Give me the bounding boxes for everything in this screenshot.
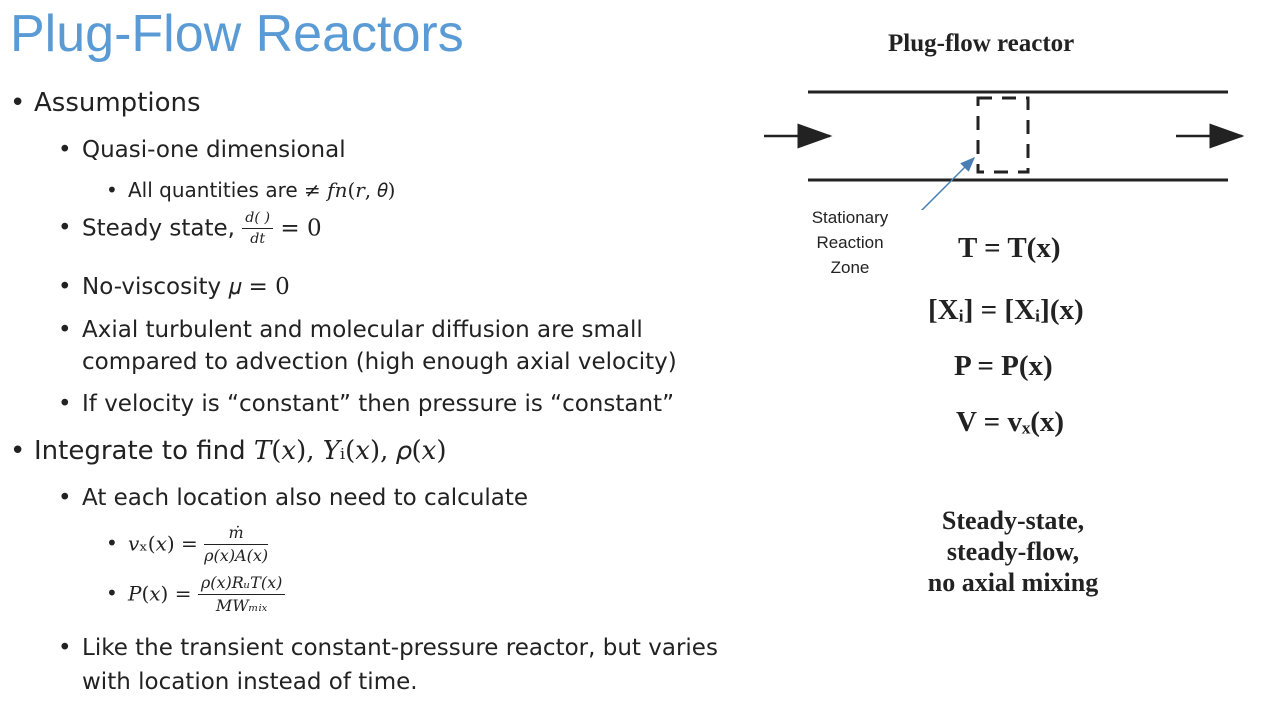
like-line2: with location instead of time. <box>82 669 418 695</box>
eq-species: [Xᵢ] = [Xᵢ](x) <box>928 294 1084 326</box>
reactor-diagram <box>764 90 1245 210</box>
eq-pressure: P = P(x) <box>954 350 1053 382</box>
vx-denominator: 𝜌(𝑥)𝐴(𝑥) <box>204 546 269 566</box>
callout-line-2: Reaction <box>816 233 884 252</box>
each-location-text: At each location also need to calculate <box>82 485 529 511</box>
steady-denominator: 𝑑𝑡 <box>250 231 266 248</box>
bullet-quasi: •Quasi-one dimensional <box>58 137 346 163</box>
vx-numerator: ṁ <box>204 523 269 546</box>
callout-line-3: Zone <box>830 258 870 277</box>
callout-line-1: Stationary <box>811 208 889 227</box>
all-quantities-math: ≠ 𝑓𝑛(𝑟, 𝜃) <box>304 178 396 202</box>
all-quantities-text: All quantities are <box>128 178 305 202</box>
figure-title: Plug-flow reactor <box>888 30 1075 57</box>
p-fraction: 𝜌(𝑥)𝑅ᵤ𝑇(𝑥)𝑀𝑊ₘᵢₓ <box>197 573 286 616</box>
vx-lhs: 𝑣ₓ(𝑥) = <box>128 531 205 556</box>
p-denominator: 𝑀𝑊ₘᵢₓ <box>215 596 268 616</box>
bullet-no-viscosity: •No-viscosity 𝜇 = 0 <box>58 274 290 300</box>
bullet-like-transient: •Like the transient constant-pressure re… <box>58 631 718 699</box>
eq-temperature: T = T(x) <box>958 232 1061 264</box>
eq-velocity: V = vₓ(x) <box>956 406 1065 438</box>
summary-line-1: Steady-state, <box>941 506 1085 535</box>
steady-equals: = 0 <box>273 215 322 242</box>
no-viscosity-math: 𝜇 = 0 <box>228 274 290 300</box>
axial-line2: compared to advection (high enough axial… <box>82 349 677 375</box>
slide-title: Plug-Flow Reactors <box>10 5 464 63</box>
integrate-math: 𝑇(𝑥), 𝑌ᵢ(𝑥), 𝜌(𝑥) <box>253 436 447 466</box>
p-lhs: 𝑃(𝑥) = <box>128 581 198 606</box>
integrate-text: Integrate to find <box>34 436 254 466</box>
steady-numerator: 𝑑( ) <box>242 210 274 230</box>
summary-line-2: steady-flow, <box>946 537 1080 566</box>
stationary-zone-label: Stationary Reaction Zone <box>790 205 910 280</box>
velocity-text: If velocity is “constant” then pressure … <box>82 391 674 417</box>
bullet-velocity: •If velocity is “constant” then pressure… <box>58 391 674 417</box>
quasi-text: Quasi-one dimensional <box>82 137 346 163</box>
p-numerator: 𝜌(𝑥)𝑅ᵤ𝑇(𝑥) <box>197 573 286 596</box>
bullet-all-quantities: •All quantities are ≠ 𝑓𝑛(𝑟, 𝜃) <box>106 178 396 202</box>
bullet-integrate: •Integrate to find 𝑇(𝑥), 𝑌ᵢ(𝑥), 𝜌(𝑥) <box>10 436 447 466</box>
axial-line1: Axial turbulent and molecular diffusion … <box>82 317 643 343</box>
steady-fraction: 𝑑( )𝑑𝑡 <box>242 210 274 248</box>
like-line1: Like the transient constant-pressure rea… <box>82 635 718 661</box>
assumptions-text: Assumptions <box>34 88 201 118</box>
summary-line-3: no axial mixing <box>927 568 1099 597</box>
summary-text: Steady-state, steady-flow, no axial mixi… <box>898 505 1128 598</box>
steady-state-text: Steady state, <box>82 215 243 242</box>
bullet-each-location: •At each location also need to calculate <box>58 485 529 511</box>
reaction-zone-box <box>976 96 1030 174</box>
bullet-axial: •Axial turbulent and molecular diffusion… <box>58 314 677 378</box>
no-viscosity-text: No-viscosity <box>82 274 229 300</box>
bullet-pressure: •𝑃(𝑥) = 𝜌(𝑥)𝑅ᵤ𝑇(𝑥)𝑀𝑊ₘᵢₓ <box>106 573 286 616</box>
bullet-steady-state: •Steady state, 𝑑( )𝑑𝑡 = 0 <box>58 210 322 248</box>
callout-arrow <box>920 156 976 210</box>
bullet-assumptions: •Assumptions <box>10 88 201 118</box>
